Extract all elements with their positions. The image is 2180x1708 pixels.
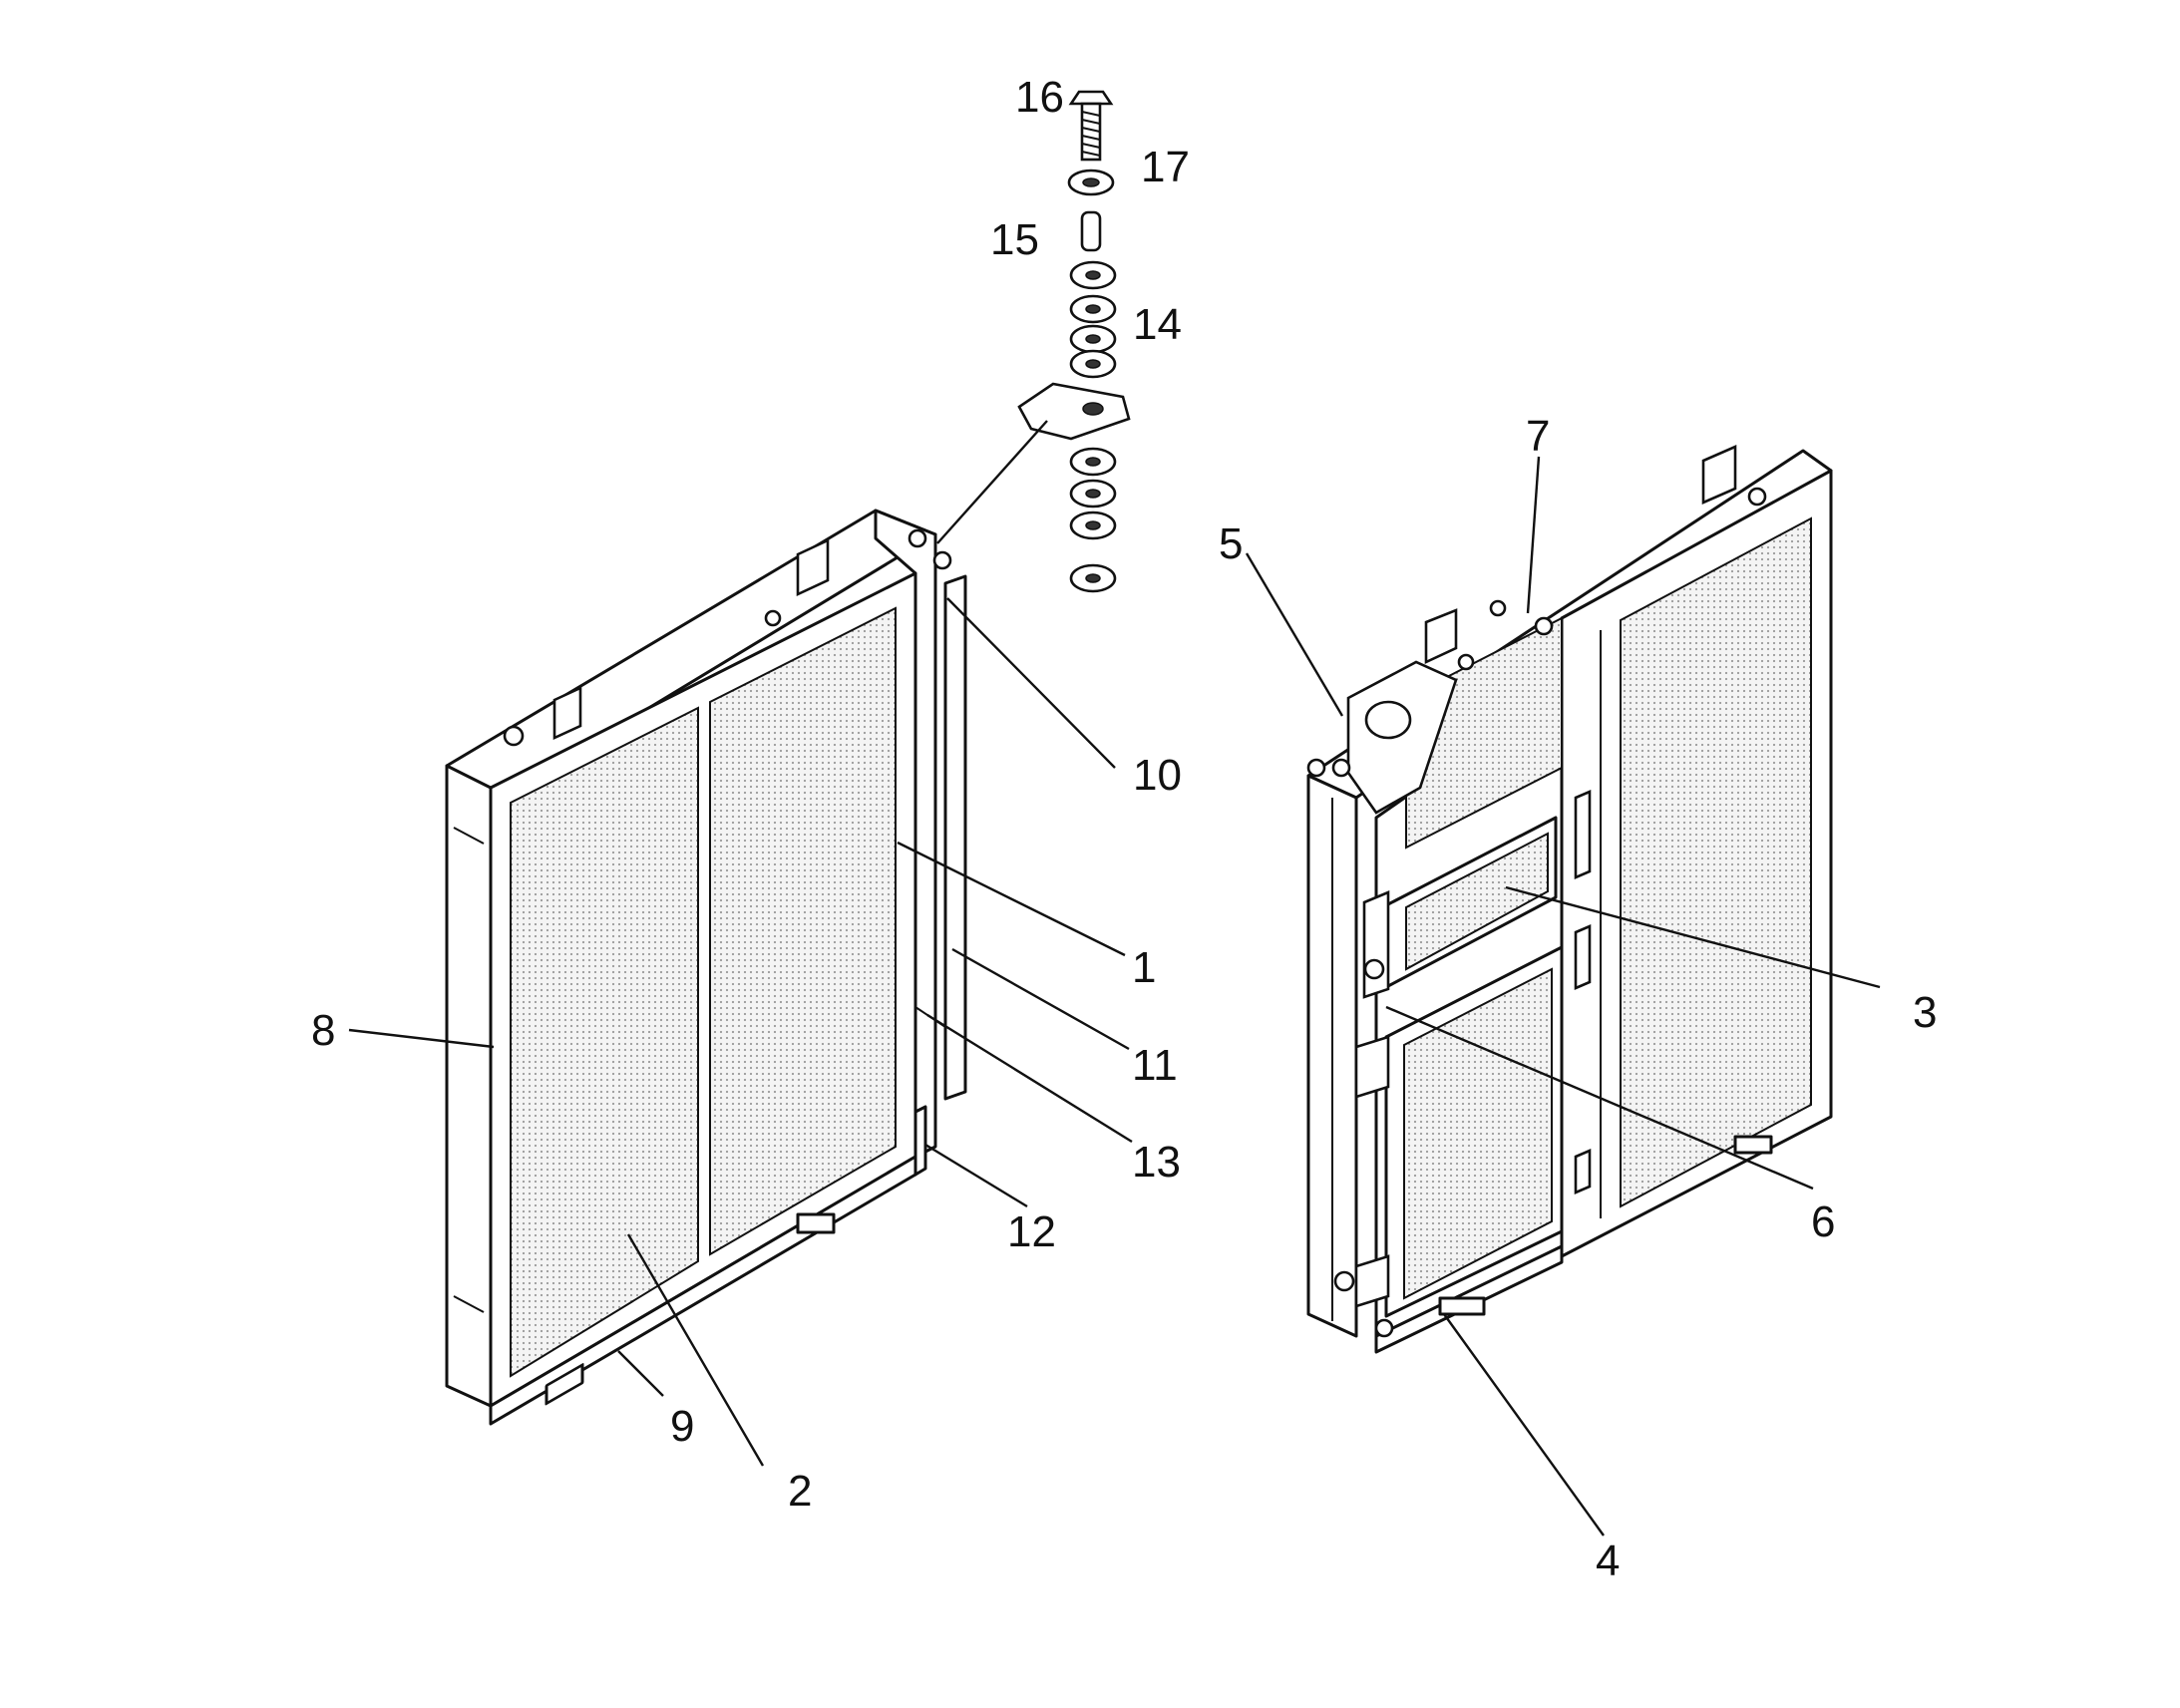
callout-13: 13 xyxy=(1132,1138,1181,1187)
leader-1 xyxy=(897,841,1126,957)
callout-4: 4 xyxy=(1596,1537,1620,1585)
left-side-tank xyxy=(445,764,493,1408)
callout-12: 12 xyxy=(1007,1207,1056,1256)
callout-10: 10 xyxy=(1133,751,1182,800)
leader-5 xyxy=(1245,552,1344,717)
callout-6: 6 xyxy=(1811,1197,1835,1246)
leader-2 xyxy=(626,1233,765,1467)
right-radiator-assembly xyxy=(1306,445,1833,1354)
left-core-mesh-a xyxy=(510,706,699,1378)
callout-1: 1 xyxy=(1132,943,1156,992)
rubber-mount-lower xyxy=(1069,447,1117,593)
callout-3: 3 xyxy=(1913,988,1937,1037)
leader-3 xyxy=(1505,885,1881,989)
leader-lines xyxy=(348,420,1881,1537)
leader-11 xyxy=(951,947,1130,1051)
leader-13 xyxy=(926,1013,1133,1144)
right-top-mount-a xyxy=(1424,608,1458,665)
callout-5: 5 xyxy=(1219,519,1243,568)
leader-9 xyxy=(617,1350,664,1397)
callout-7: 7 xyxy=(1526,412,1550,461)
leader-10 xyxy=(946,597,1116,769)
right-top-mount-b xyxy=(1701,445,1737,505)
leader-12 xyxy=(924,1143,1028,1208)
right-upper-mesh xyxy=(1405,616,1563,850)
left-top-mount-a xyxy=(552,685,582,741)
right-rear-mesh xyxy=(1620,516,1812,1208)
callout-9: 9 xyxy=(670,1402,694,1451)
oil-cooler-end-cap xyxy=(1362,890,1390,999)
leader-8 xyxy=(348,1028,495,1049)
left-seal-12 xyxy=(913,1105,927,1177)
callout-16: 16 xyxy=(1015,73,1064,122)
sleeve-15 xyxy=(1080,210,1102,252)
left-side-seal-11 xyxy=(943,574,967,1101)
leader-7 xyxy=(1526,456,1541,614)
callout-labels: 16 17 15 14 10 1 11 13 12 8 9 2 5 7 3 6 … xyxy=(311,73,1937,1585)
mounting-hardware-stack xyxy=(1017,90,1131,593)
callout-14: 14 xyxy=(1133,300,1182,349)
rubber-mount-upper xyxy=(1069,260,1117,379)
left-core-mesh-b xyxy=(709,606,897,1256)
left-top-mount-b xyxy=(796,537,830,597)
callout-11: 11 xyxy=(1132,1041,1178,1090)
mount-bracket xyxy=(1017,382,1131,441)
callout-15: 15 xyxy=(990,215,1039,264)
leader-6 xyxy=(1385,1005,1814,1191)
leader-4 xyxy=(1443,1313,1605,1537)
leader-hardware-to-frame xyxy=(936,420,1048,544)
callout-2: 2 xyxy=(788,1467,812,1516)
callout-17: 17 xyxy=(1141,143,1190,191)
left-radiator-assembly xyxy=(445,509,967,1426)
bolt-head xyxy=(1068,90,1114,106)
callout-8: 8 xyxy=(311,1006,335,1055)
